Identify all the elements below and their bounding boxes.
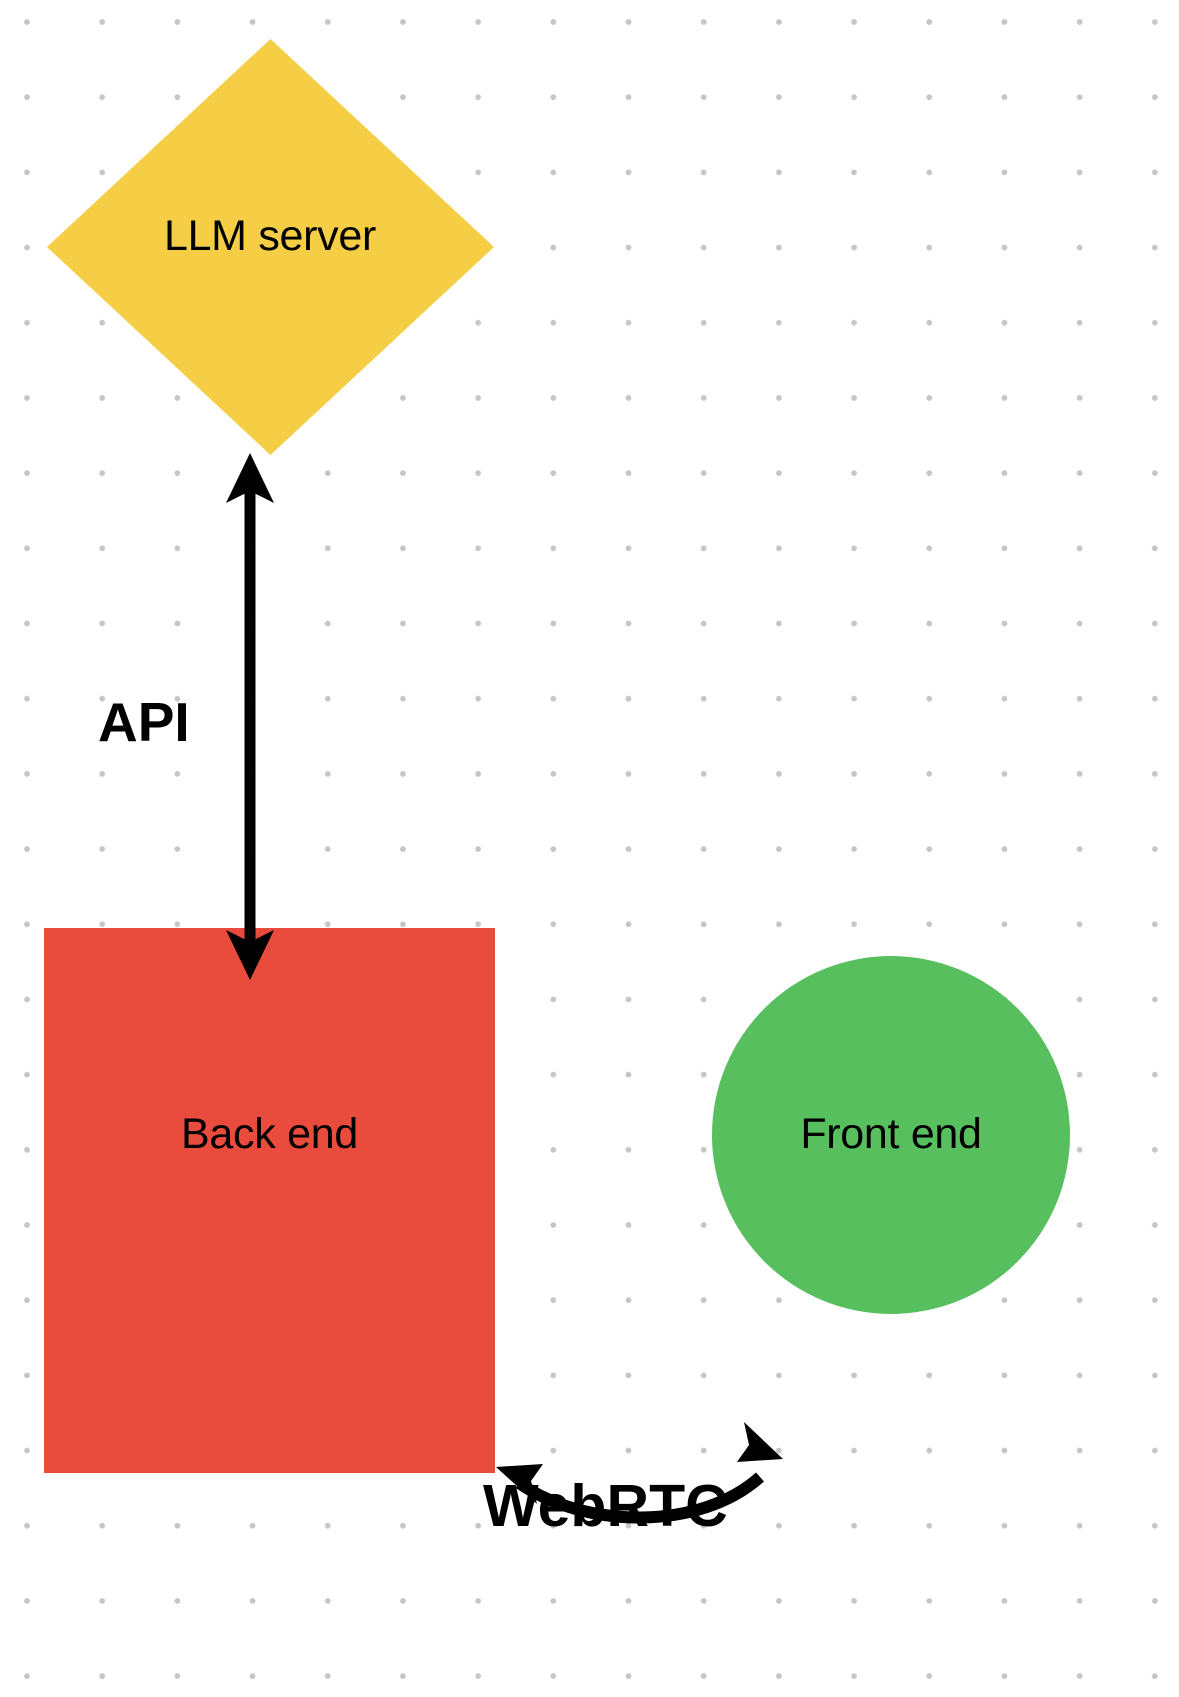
back-end-label: Back end	[181, 1110, 358, 1158]
front-end-label: Front end	[800, 1110, 982, 1158]
llm-server-label: LLM server	[163, 212, 377, 260]
front-end-circle[interactable]	[712, 956, 1070, 1314]
api-edge-label: API	[98, 691, 190, 753]
webrtc-edge-label: WebRTC	[483, 1473, 728, 1539]
api-connector-arrow[interactable]	[226, 453, 274, 980]
webrtc-connector-arrow[interactable]	[496, 1422, 783, 1524]
llm-server-diamond[interactable]	[47, 39, 494, 455]
back-end-rectangle[interactable]	[44, 928, 495, 1473]
